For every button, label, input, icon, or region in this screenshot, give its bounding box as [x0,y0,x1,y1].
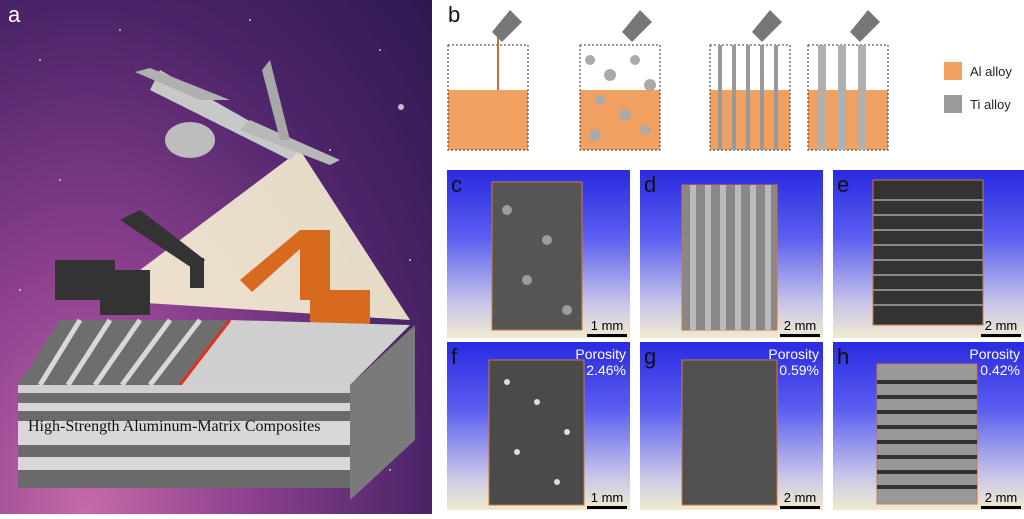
cube-4-plates [807,44,889,151]
panel-label-g: g [644,344,657,369]
scale-text: 2 mm [984,490,1018,505]
scale-bar-g: 2 mm [780,490,820,509]
jet-aircraft [135,60,340,165]
panel-label-a: a [8,2,21,27]
scale-text: 2 mm [783,490,817,505]
scale-bar-d: 2 mm [780,318,820,337]
torch-icons [492,10,880,42]
panel-label-h: h [837,344,850,369]
manufacturing-scene [18,19,415,500]
scale-text: 1 mm [590,490,624,505]
al-surface [180,320,410,385]
panel-label-e: e [837,172,850,197]
scale-text: 1 mm [590,318,624,333]
panel-d-ct-rods: d 2 mm [640,170,823,338]
weld-seam [178,319,232,386]
light-beam [100,150,410,320]
ti-legend-swatch [944,95,962,113]
composite-caption: High-Strength Aluminum-Matrix Composites [28,418,321,435]
scale-bar-c: 1 mm [587,318,627,337]
porosity-value: 0.42% [980,362,1020,378]
legend-al: Al alloy [970,64,1012,79]
orange-robot-arm [240,230,370,325]
panel-label-f: f [451,344,458,369]
porosity-value: 0.59% [779,362,819,378]
porosity-value: 2.46% [586,362,626,378]
layer-stack [18,385,350,488]
black-robot-arm [55,210,205,315]
panel-a-illustration: a High-Strength Aluminum-Matrix Composit… [0,0,432,514]
legend-ti: Ti alloy [970,97,1011,112]
porosity-label: Porosity [969,346,1020,362]
al-legend-swatch [944,62,962,80]
cube-3-rods [709,44,791,151]
process-schematic [447,10,962,151]
panel-e-ct-plates: e 2 mm [833,170,1024,338]
scale-text: 2 mm [984,318,1018,333]
scale-bar-f: 1 mm [587,490,627,509]
porosity-label: Porosity [575,346,626,362]
panel-label-d: d [644,172,657,197]
cube-1 [447,30,529,151]
scale-text: 2 mm [783,318,817,333]
panel-label-c: c [451,172,462,197]
panel-label-b: b [448,2,461,27]
scale-bar-e: 2 mm [981,318,1021,337]
stars [19,19,411,481]
panel-c-ct-particles: c 1 mm [447,170,630,338]
scale-bar-h: 2 mm [981,490,1021,509]
porosity-label: Porosity [768,346,819,362]
cube-2-particles [579,44,661,151]
